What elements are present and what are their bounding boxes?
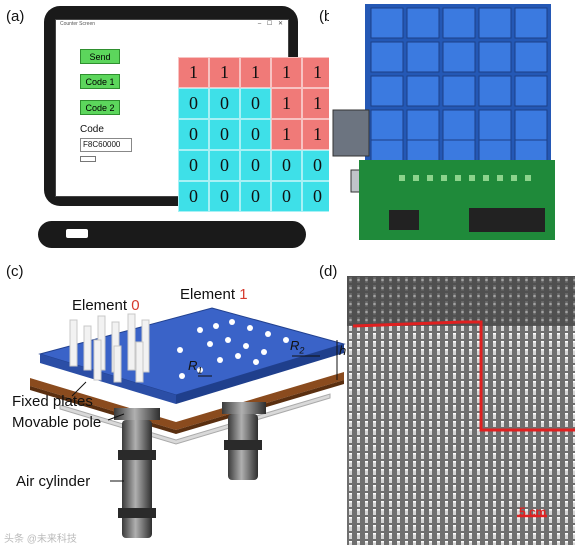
trackpad bbox=[66, 229, 88, 238]
matrix-cell: 0 bbox=[240, 119, 271, 150]
movable-pole-label: Movable pole bbox=[12, 414, 102, 431]
fixed-plate-upper bbox=[30, 372, 344, 430]
laptop-illustration: Counter Screen – ☐ ✕ Send Code 1 Code 2 … bbox=[44, 6, 333, 212]
mechanism-diagram bbox=[30, 307, 346, 538]
matrix-cell: 1 bbox=[240, 57, 271, 88]
matrix-cell: 0 bbox=[178, 181, 209, 212]
movable-plate bbox=[59, 393, 331, 445]
matrix-cell: 0 bbox=[240, 88, 271, 119]
scale-bar-label: 5 cm bbox=[519, 505, 547, 519]
movable-pole-leader bbox=[107, 413, 125, 421]
matrix-cell: 0 bbox=[302, 181, 333, 212]
driver-chip bbox=[389, 210, 419, 230]
element-1-label: Element 1 bbox=[180, 286, 248, 303]
pin-holes bbox=[177, 319, 289, 379]
window-title: Counter Screen bbox=[60, 21, 96, 27]
fixed-plates-leader bbox=[71, 381, 87, 397]
matrix-cell: 0 bbox=[240, 181, 271, 212]
panel-label-c: (c) bbox=[6, 263, 24, 280]
relay-board-photo bbox=[329, 0, 575, 245]
serial-connector bbox=[332, 109, 370, 157]
send-button[interactable]: Send bbox=[80, 49, 120, 64]
matrix-cell: 0 bbox=[178, 150, 209, 181]
matrix-cell: 1 bbox=[271, 88, 302, 119]
fixed-plates-label: Fixed plates bbox=[12, 393, 93, 410]
panel-label-d: (d) bbox=[319, 263, 338, 280]
air-cylinder-right bbox=[222, 402, 266, 480]
matrix-cell: 0 bbox=[302, 150, 333, 181]
matrix-cell: 0 bbox=[271, 150, 302, 181]
r1-label: R1 bbox=[188, 358, 203, 376]
window-controls[interactable]: – ☐ ✕ bbox=[257, 21, 285, 27]
control-app-window: Counter Screen – ☐ ✕ Send Code 1 Code 2 … bbox=[55, 19, 333, 212]
code-1-button[interactable]: Code 1 bbox=[80, 74, 120, 89]
matrix-cell: 0 bbox=[209, 88, 240, 119]
panel-label-a: (a) bbox=[6, 8, 25, 25]
raised-pins bbox=[69, 313, 150, 383]
matrix-cell: 0 bbox=[240, 150, 271, 181]
air-cylinder-label: Air cylinder bbox=[16, 473, 91, 490]
matrix-cell: 1 bbox=[271, 57, 302, 88]
matrix-cell: 1 bbox=[302, 119, 333, 150]
matrix-cell: 0 bbox=[178, 119, 209, 150]
red-path-line bbox=[352, 320, 575, 432]
code-label: Code bbox=[80, 124, 104, 135]
h-label: h bbox=[339, 343, 347, 358]
matrix-cell: 0 bbox=[271, 181, 302, 212]
element-0-label: Element 0 bbox=[72, 297, 140, 314]
code-input[interactable]: F8C60000 bbox=[80, 138, 132, 152]
laptop-base bbox=[38, 221, 306, 248]
matrix-cell: 0 bbox=[209, 119, 240, 150]
matrix-cell: 0 bbox=[178, 88, 209, 119]
matrix-cell: 0 bbox=[209, 150, 240, 181]
matrix-cell: 1 bbox=[271, 119, 302, 150]
r2-label: R2 bbox=[290, 338, 305, 356]
watermark: 头条 @未来科技 bbox=[4, 534, 77, 545]
matrix-cell: 0 bbox=[209, 181, 240, 212]
pin-display-photo bbox=[347, 276, 575, 545]
mini-slider[interactable] bbox=[80, 156, 96, 162]
air-cylinder-left bbox=[114, 408, 160, 538]
relay-grid bbox=[370, 7, 548, 167]
code-2-button[interactable]: Code 2 bbox=[80, 100, 120, 115]
microcontroller-chip bbox=[469, 208, 545, 232]
matrix-cell: 1 bbox=[209, 57, 240, 88]
matrix-cell: 1 bbox=[178, 57, 209, 88]
